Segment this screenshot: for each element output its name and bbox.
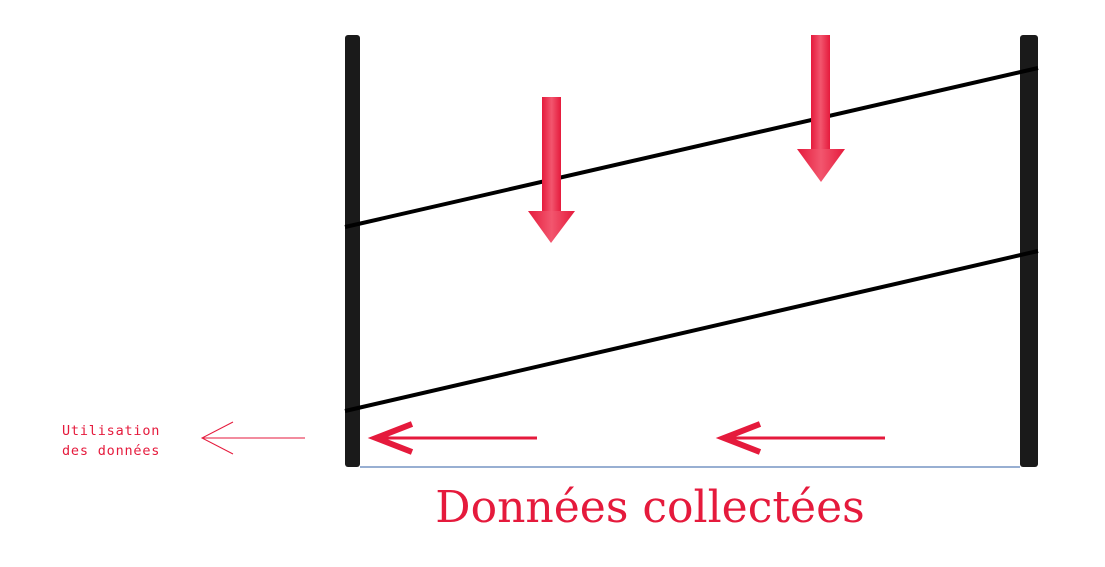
sloped-line-upper [344,66,1039,229]
right-frame-bar [1020,35,1038,467]
data-usage-label-line2: des données [62,443,161,459]
sloped-line-lower [344,249,1039,413]
data-usage-label-line1: Utilisation [62,423,161,439]
down-arrow-right-icon [797,35,845,182]
outline-left-arrow-icon [200,421,305,455]
collected-data-caption: Données collectées [435,482,865,533]
data-usage-label: Utilisation des données [62,421,192,461]
left-frame-bar [345,35,360,467]
left-arrow-icon [715,421,885,455]
down-arrow-left-icon [528,97,575,243]
left-arrow-icon [367,421,537,455]
